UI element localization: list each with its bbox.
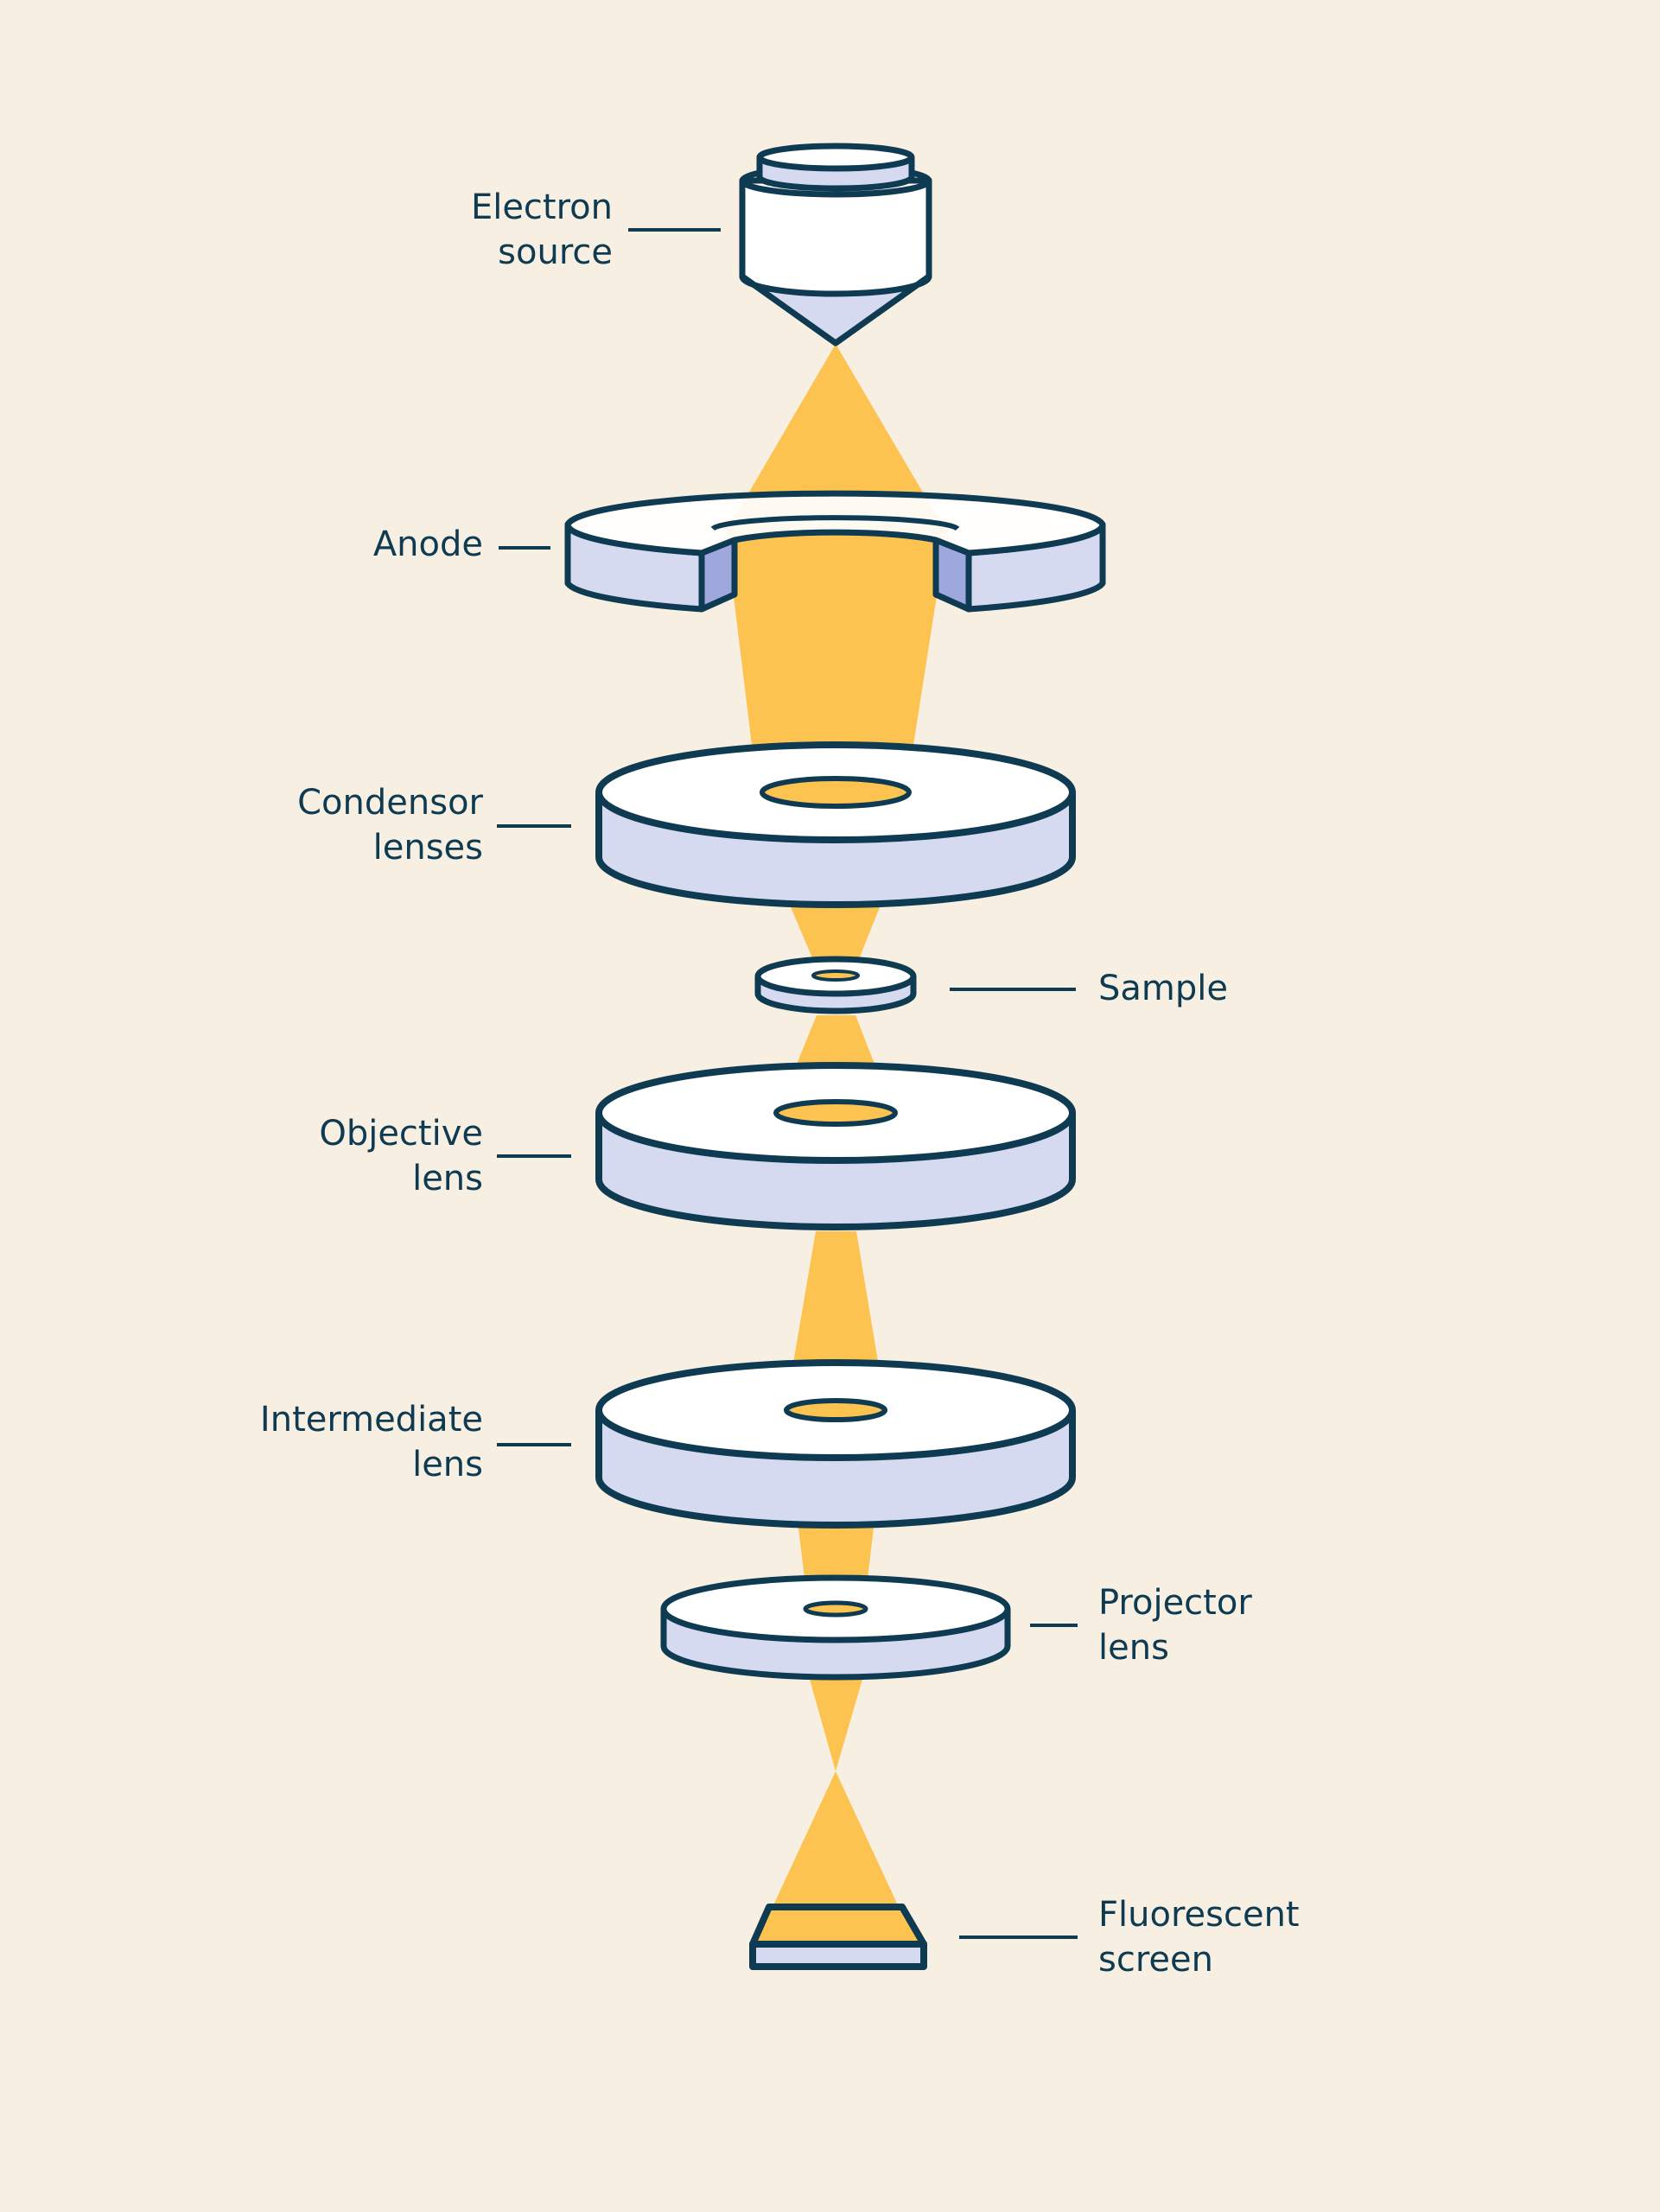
beam-crossover-to-screen bbox=[773, 1771, 899, 1907]
label-intermediate-lens: Intermediate lens bbox=[259, 1400, 483, 1484]
label-anode: Anode bbox=[372, 524, 483, 564]
sample bbox=[754, 956, 917, 1014]
beam-projector-to-crossover bbox=[809, 1676, 863, 1771]
beam-anode-to-condensor bbox=[724, 518, 949, 795]
objective-lens bbox=[595, 1062, 1076, 1230]
label-objective-lens: Objective lens bbox=[319, 1114, 483, 1198]
label-sample: Sample bbox=[1098, 969, 1228, 1008]
label-projector-lens: Projector lens bbox=[1098, 1583, 1252, 1668]
label-electron-source: Electron source bbox=[470, 188, 613, 272]
label-condensor-lenses: Condensor lenses bbox=[297, 783, 483, 868]
projector-lens bbox=[660, 1574, 1011, 1681]
anode bbox=[564, 490, 1106, 613]
intermediate-lens bbox=[595, 1359, 1076, 1529]
leader-lines bbox=[497, 228, 1078, 1939]
electron-source bbox=[739, 143, 932, 346]
fluorescent-screen bbox=[749, 1904, 927, 1970]
label-fluorescent-screen: Fluorescent screen bbox=[1098, 1895, 1300, 1980]
condensor-lens bbox=[595, 741, 1076, 908]
